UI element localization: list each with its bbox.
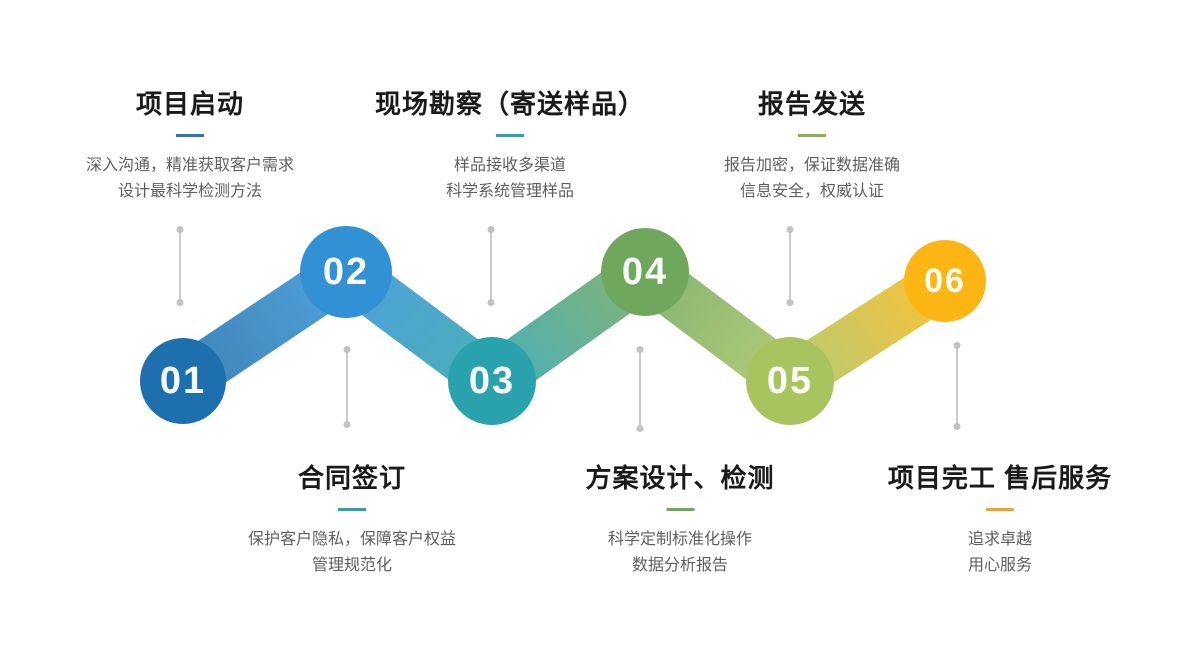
connector-line-step4 <box>636 346 644 432</box>
step-description-4: 科学定制标准化操作 数据分析报告 <box>585 527 774 580</box>
step-desc-line: 管理规范化 <box>311 557 393 575</box>
step-number-3: 03 <box>468 359 516 402</box>
step-info-1: 项目启动 深入沟通，精准获取客户需求 设计最科学检测方法 <box>86 84 294 206</box>
step-title-1: 项目启动 <box>135 89 245 119</box>
step-desc-line: 信息安全，权威认证 <box>739 183 885 201</box>
step-desc-line: 用心服务 <box>967 557 1033 575</box>
title-underline-1 <box>175 134 204 137</box>
step-title-5: 报告发送 <box>757 89 867 119</box>
step-info-3: 现场勘察（寄送样品） 样品接收多渠道 科学系统管理样品 <box>375 84 645 206</box>
connector-dot <box>487 299 495 306</box>
step-info-4: 方案设计、检测 科学定制标准化操作 数据分析报告 <box>585 458 774 580</box>
step-description-2: 保护客户隐私，保障客户权益 管理规范化 <box>248 527 456 580</box>
step-desc-line: 科学系统管理样品 <box>445 183 575 201</box>
connector-dot <box>343 346 351 353</box>
step-info-5: 报告发送 报告加密，保证数据准确 信息安全，权威认证 <box>724 84 900 206</box>
step-circle-1: 01 <box>140 338 226 424</box>
step-number-6: 06 <box>924 261 966 300</box>
step-desc-line: 科学定制标准化操作 <box>607 531 753 548</box>
step-desc-line: 保护客户隐私，保障客户权益 <box>247 531 457 548</box>
step-description-3: 样品接收多渠道 科学系统管理样品 <box>375 153 645 206</box>
step-description-5: 报告加密，保证数据准确 信息安全，权威认证 <box>724 153 900 206</box>
step-circle-2: 02 <box>300 226 392 318</box>
connector-line-step1 <box>176 226 184 306</box>
title-underline-6 <box>985 508 1014 511</box>
title-underline-5 <box>797 134 826 137</box>
connector-line-step2 <box>343 346 351 428</box>
connector-dot <box>636 425 644 432</box>
step-desc-line: 数据分析报告 <box>631 557 729 575</box>
connector-dot <box>953 342 961 349</box>
step-circle-5: 05 <box>746 337 834 425</box>
step-circle-6: 06 <box>904 240 986 322</box>
step-title-4: 方案设计、检测 <box>585 463 775 493</box>
step-desc-line: 样品接收多渠道 <box>453 157 567 174</box>
connector-dot <box>176 299 184 306</box>
step-number-5: 05 <box>766 359 814 402</box>
step-number-4: 04 <box>621 250 669 293</box>
connector-dot <box>636 346 644 353</box>
step-number-2: 02 <box>322 250 370 293</box>
connector-line-step5 <box>786 226 794 306</box>
step-circle-3: 03 <box>448 337 536 425</box>
step-desc-line: 深入沟通，精准获取客户需求 <box>85 157 295 174</box>
step-description-1: 深入沟通，精准获取客户需求 设计最科学检测方法 <box>86 153 294 206</box>
step-desc-line: 设计最科学检测方法 <box>117 183 263 201</box>
connector-dot <box>176 226 184 233</box>
step-description-6: 追求卓越 用心服务 <box>888 527 1112 580</box>
step-circle-4: 04 <box>601 228 689 316</box>
connector-dot <box>953 423 961 430</box>
step-title-6: 项目完工 售后服务 <box>887 463 1113 493</box>
title-underline-2 <box>337 508 366 511</box>
step-title-3: 现场勘察（寄送样品） <box>374 89 646 119</box>
step-desc-line: 报告加密，保证数据准确 <box>723 157 901 174</box>
connector-dot <box>487 226 495 233</box>
step-info-6: 项目完工 售后服务 追求卓越 用心服务 <box>888 458 1112 580</box>
connector-line-step3 <box>487 226 495 306</box>
step-info-2: 合同签订 保护客户隐私，保障客户权益 管理规范化 <box>248 458 456 580</box>
title-underline-4 <box>665 508 694 511</box>
connector-dot <box>786 299 794 306</box>
connector-dot <box>786 226 794 233</box>
step-title-2: 合同签订 <box>297 463 407 493</box>
title-underline-3 <box>495 134 524 137</box>
step-desc-line: 追求卓越 <box>967 531 1033 548</box>
step-number-1: 01 <box>159 359 207 402</box>
connector-line-step6 <box>953 342 961 430</box>
connector-dot <box>343 421 351 428</box>
